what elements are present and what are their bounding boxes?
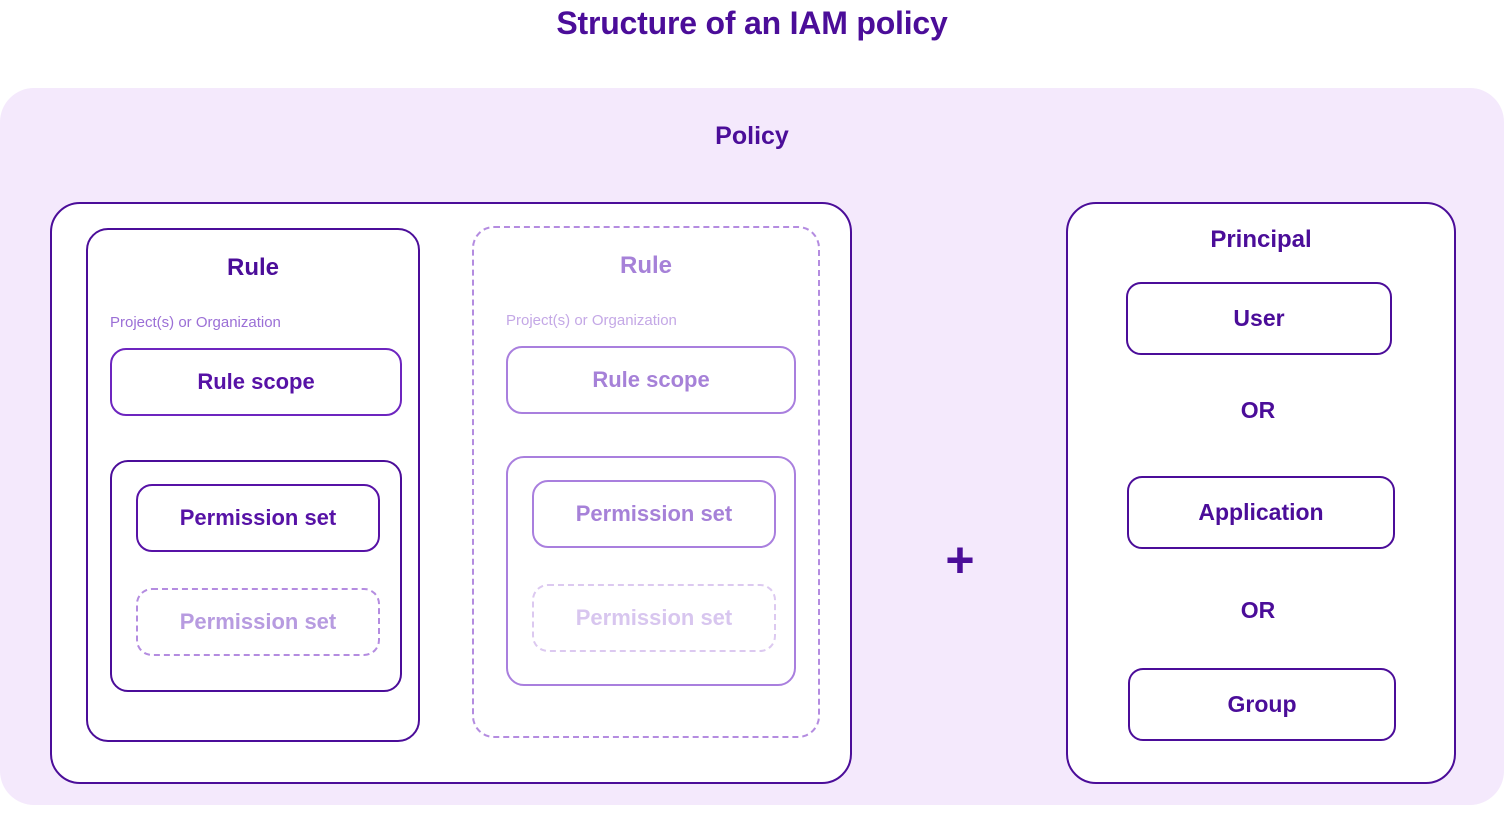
- policy-label: Policy: [715, 122, 789, 150]
- rule-card-primary[interactable]: Rule Project(s) or Organization Rule sco…: [86, 228, 420, 742]
- principal-separator-or: OR: [1240, 397, 1276, 423]
- principal-item-user[interactable]: User: [1126, 282, 1392, 355]
- page-title: Structure of an IAM policy: [556, 5, 948, 41]
- rule-sublabel: Project(s) or Organization: [110, 314, 281, 331]
- rule-scope-box[interactable]: Rule scope: [110, 348, 402, 416]
- rule-card-placeholder[interactable]: Rule Project(s) or Organization Rule sco…: [472, 226, 820, 738]
- principal-separator-or: OR: [1240, 597, 1276, 623]
- rule-scope-box[interactable]: Rule scope: [506, 346, 796, 414]
- permission-sets-container: Permission set Permission set: [110, 460, 402, 692]
- plus-icon: +: [945, 532, 975, 588]
- principal-container: Principal User OR Application OR Group: [1066, 202, 1456, 784]
- permission-set-placeholder[interactable]: Permission set: [136, 588, 380, 656]
- permission-set-solid[interactable]: Permission set: [532, 480, 776, 548]
- rules-container: Rule Project(s) or Organization Rule sco…: [50, 202, 852, 784]
- rule-title: Rule: [226, 254, 279, 281]
- permission-set-solid[interactable]: Permission set: [136, 484, 380, 552]
- rule-sublabel: Project(s) or Organization: [506, 312, 677, 329]
- permission-set-placeholder[interactable]: Permission set: [532, 584, 776, 652]
- policy-panel: Policy Rule Project(s) or Organization R…: [0, 88, 1504, 805]
- principal-item-group[interactable]: Group: [1128, 668, 1396, 741]
- rule-title: Rule: [619, 252, 672, 279]
- permission-sets-container: Permission set Permission set: [506, 456, 796, 686]
- principal-title: Principal: [1210, 226, 1312, 253]
- principal-item-application[interactable]: Application: [1127, 476, 1395, 549]
